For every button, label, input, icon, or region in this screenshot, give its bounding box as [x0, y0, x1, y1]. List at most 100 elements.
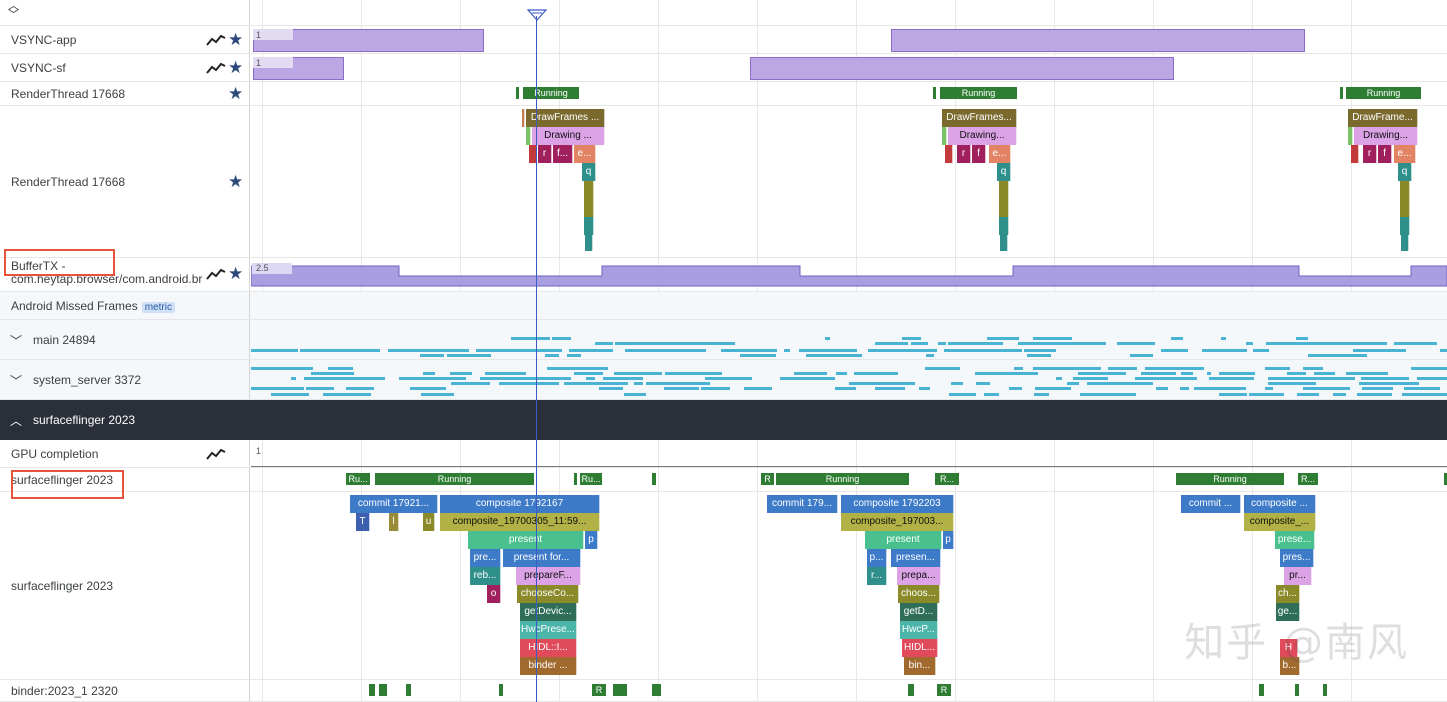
buffertx-counter-graph[interactable]	[251, 258, 1447, 292]
running-slice[interactable]	[369, 684, 375, 696]
slice-composite-frame[interactable]: composite_197003...	[841, 513, 954, 531]
running-slice[interactable]: Running	[523, 87, 579, 99]
running-slice[interactable]: R	[761, 473, 774, 485]
slice-composite[interactable]: composite 1792167	[440, 495, 600, 513]
track-vsync-sf[interactable]: VSYNC-sf ★ 1	[0, 54, 1447, 82]
slice[interactable]	[945, 145, 953, 163]
show-chart-icon[interactable]	[206, 33, 226, 47]
running-slice[interactable]	[613, 684, 627, 696]
pin-star-icon[interactable]: ★	[228, 30, 244, 49]
running-slice[interactable]	[1259, 684, 1264, 696]
slice[interactable]	[1400, 181, 1410, 199]
slice-chooseco[interactable]: chooseCo...	[517, 585, 579, 603]
running-slice[interactable]	[652, 473, 656, 485]
running-slice[interactable]: R...	[935, 473, 959, 485]
slice-composite[interactable]: composite 1792203	[841, 495, 954, 513]
slice[interactable]	[1351, 145, 1359, 163]
track-group-main[interactable]: ﹀ main 24894	[0, 320, 1447, 360]
slice[interactable]	[522, 109, 525, 127]
running-slice[interactable]: R	[937, 684, 951, 696]
show-chart-icon[interactable]	[206, 267, 226, 281]
running-slice[interactable]	[1323, 684, 1327, 696]
chevron-down-icon[interactable]: ﹀	[10, 374, 23, 388]
slice[interactable]	[999, 217, 1009, 235]
slice-q[interactable]: q	[1398, 163, 1412, 181]
pin-star-icon[interactable]: ★	[228, 172, 244, 191]
running-slice[interactable]	[1340, 87, 1343, 99]
slice-bin[interactable]: bin...	[904, 657, 936, 675]
slice[interactable]	[999, 199, 1009, 217]
pin-star-icon[interactable]: ★	[228, 264, 244, 283]
slice-r[interactable]: r	[957, 145, 971, 163]
slice-e[interactable]: e...	[574, 145, 596, 163]
slice-p[interactable]: p	[943, 531, 954, 549]
slice-r[interactable]: r	[1363, 145, 1377, 163]
running-slice[interactable]	[406, 684, 411, 696]
slice-commit[interactable]: commit 17921...	[350, 495, 438, 513]
running-slice[interactable]: Ru...	[346, 473, 370, 485]
slice-pr[interactable]: pr...	[1284, 567, 1312, 585]
slice[interactable]	[584, 181, 594, 199]
show-chart-icon[interactable]	[206, 447, 226, 461]
slice-commit[interactable]: commit 179...	[767, 495, 838, 513]
slice-composite-frame[interactable]: composite_19700305_11:59...	[440, 513, 600, 531]
slice-o[interactable]: o	[487, 585, 501, 603]
slice-h[interactable]: H	[1280, 639, 1298, 657]
running-slice[interactable]	[516, 87, 519, 99]
track-renderthread-slices[interactable]: RenderThread 17668 ★ DrawFrames ... Draw…	[0, 106, 1447, 258]
slice-choos[interactable]: choos...	[898, 585, 940, 603]
slice[interactable]	[585, 235, 593, 251]
slice[interactable]	[584, 199, 594, 217]
time-cursor-line[interactable]	[536, 16, 537, 702]
vsync-high-segment[interactable]	[253, 29, 484, 52]
running-slice[interactable]	[499, 684, 503, 696]
track-renderthread-state[interactable]: RenderThread 17668 ★ Running Running Run…	[0, 82, 1447, 106]
slice-drawframes[interactable]: DrawFrame...	[1348, 109, 1418, 127]
slice-drawing[interactable]: Drawing...	[1354, 127, 1418, 145]
slice-prese[interactable]: prese...	[1275, 531, 1315, 549]
slice-preparef[interactable]: prepareF...	[516, 567, 581, 585]
running-slice[interactable]	[908, 684, 914, 696]
slice[interactable]	[1348, 127, 1353, 145]
track-group-surfaceflinger-header[interactable]: ︿ surfaceflinger 2023	[0, 400, 1447, 440]
running-slice[interactable]	[1444, 473, 1447, 485]
slice-t[interactable]: T	[356, 513, 370, 531]
pin-star-icon[interactable]: ★	[228, 58, 244, 77]
slice-q[interactable]: q	[582, 163, 596, 181]
running-slice[interactable]: Ru...	[580, 473, 602, 485]
slice-u[interactable]: u	[423, 513, 435, 531]
show-chart-icon[interactable]	[206, 61, 226, 75]
running-slice[interactable]	[652, 684, 661, 696]
slice[interactable]	[999, 181, 1009, 199]
slice-composite-frame[interactable]: composite_...	[1244, 513, 1316, 531]
slice-prepa[interactable]: prepa...	[897, 567, 941, 585]
slice-e[interactable]: e...	[989, 145, 1011, 163]
slice-hwcp[interactable]: HwcP...	[900, 621, 938, 639]
running-slice[interactable]	[574, 473, 577, 485]
vsync-high-segment[interactable]	[750, 57, 1174, 80]
running-slice[interactable]: Running	[1346, 87, 1421, 99]
slice[interactable]	[1400, 199, 1410, 217]
slice-pre[interactable]: pre...	[470, 549, 501, 567]
running-slice[interactable]: R...	[1298, 473, 1318, 485]
collapse-all-chevrons-icon[interactable]: ︿﹀	[8, 0, 19, 21]
running-slice[interactable]: Running	[776, 473, 909, 485]
running-slice[interactable]: Running	[940, 87, 1017, 99]
slice-present-for[interactable]: present for...	[503, 549, 581, 567]
pin-star-icon[interactable]: ★	[228, 84, 244, 103]
slice-f[interactable]: f...	[553, 145, 573, 163]
slice-r[interactable]: r	[538, 145, 552, 163]
running-slice[interactable]: Running	[1176, 473, 1284, 485]
slice-pres[interactable]: pres...	[1280, 549, 1314, 567]
slice-b[interactable]: b...	[1280, 657, 1300, 675]
slice-composite[interactable]: composite ...	[1244, 495, 1316, 513]
slice-r[interactable]: r...	[867, 567, 887, 585]
slice-drawing[interactable]: Drawing ...	[532, 127, 605, 145]
time-axis[interactable]	[251, 0, 1447, 25]
running-slice[interactable]	[1295, 684, 1299, 696]
track-gpu-completion[interactable]: GPU completion 1	[0, 440, 1447, 468]
slice-ch[interactable]: ch...	[1276, 585, 1300, 603]
slice-f[interactable]: f	[972, 145, 986, 163]
track-surfaceflinger-state[interactable]: surfaceflinger 2023 Ru... Running Ru... …	[0, 468, 1447, 492]
slice[interactable]	[1000, 235, 1008, 251]
